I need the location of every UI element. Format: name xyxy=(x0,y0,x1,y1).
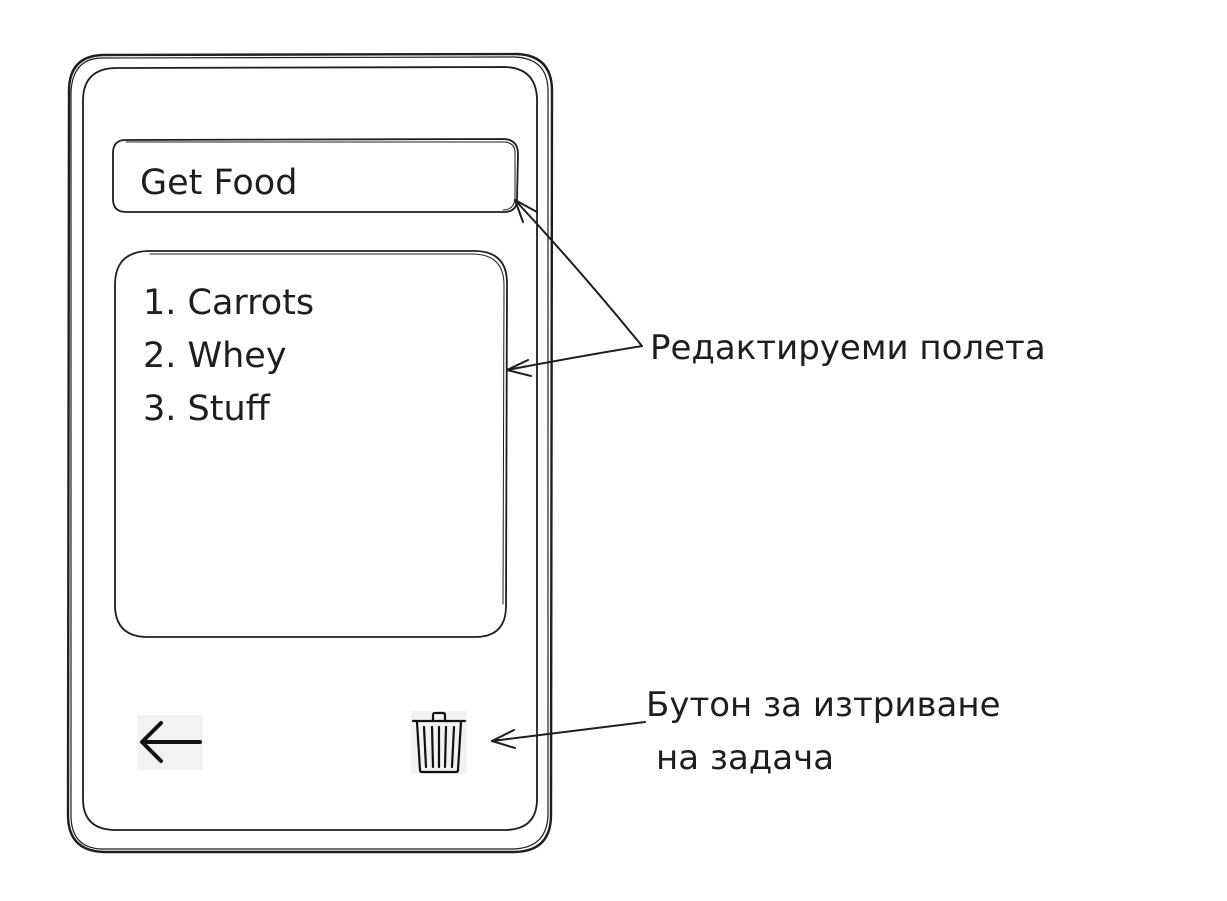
annotation-delete-button-line1: Бутон за изтриване xyxy=(646,685,1001,725)
phone-frame xyxy=(66,52,554,854)
list-item[interactable]: 2. Whey xyxy=(143,336,287,376)
title-field-outline xyxy=(112,138,519,213)
delete-button[interactable] xyxy=(411,711,467,774)
title-field[interactable]: Get Food xyxy=(140,163,298,203)
list-field-outline xyxy=(114,250,508,638)
back-button[interactable] xyxy=(137,715,203,770)
arrow-left-icon xyxy=(140,721,202,763)
annotation-editable-fields: Редактируеми полета xyxy=(650,328,1046,368)
annotation-arrow-delete xyxy=(491,721,646,749)
list-item[interactable]: 3. Stuff xyxy=(143,389,270,429)
trash-icon xyxy=(411,711,467,774)
list-item[interactable]: 1. Carrots xyxy=(143,283,315,323)
annotation-arrows-editable xyxy=(506,199,643,377)
annotation-delete-button-line2: на задача xyxy=(656,738,835,778)
